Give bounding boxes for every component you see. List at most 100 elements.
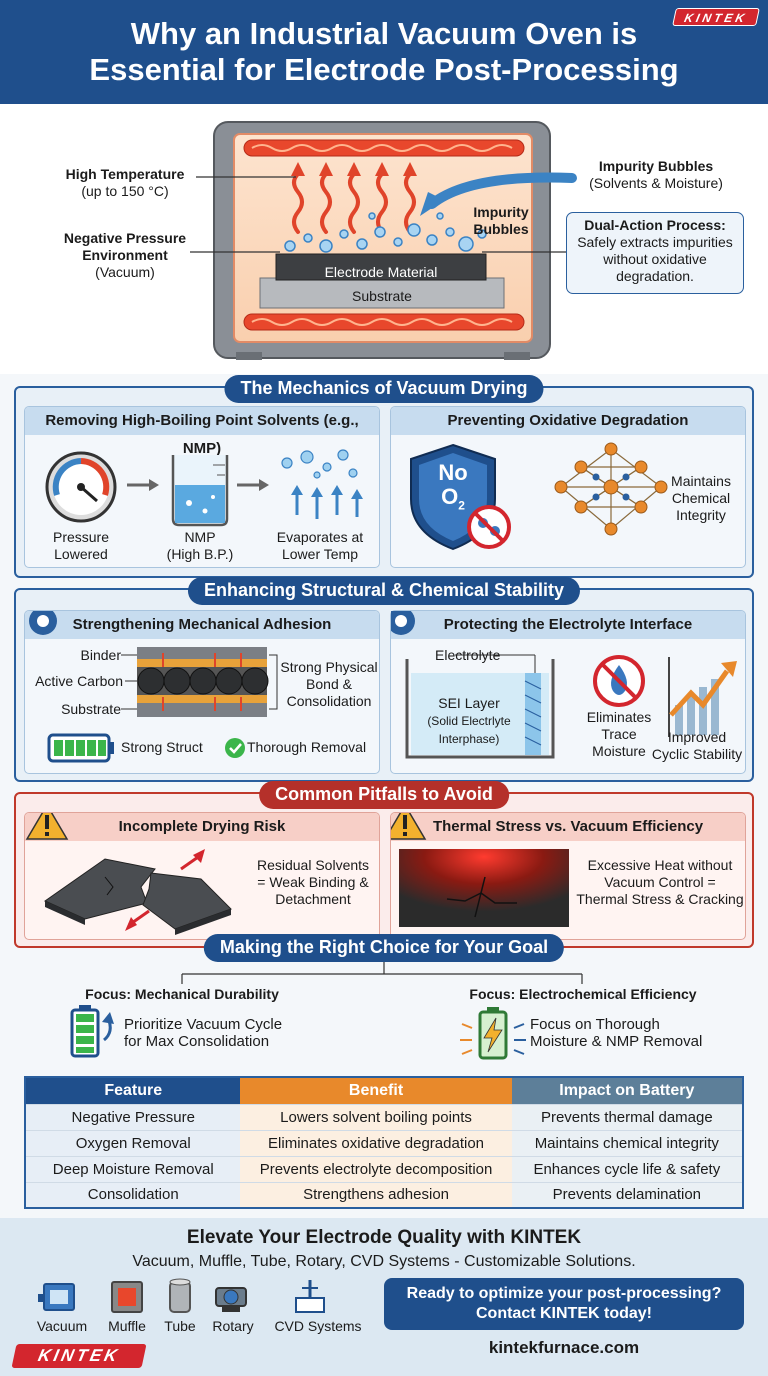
table-cell: Prevents electrolyte decomposition [240,1155,512,1182]
contact-button[interactable]: Ready to optimize your post-processing? … [384,1278,744,1330]
product-vacuum[interactable]: Vacuum [36,1318,88,1334]
dual-line-3: degradation. [616,268,694,284]
product-muffle[interactable]: Muffle [108,1318,146,1334]
table-cell: Lowers solvent boiling points [240,1103,512,1130]
electrolyte-head: Protecting the Electrolyte Interface [391,611,745,639]
arrow-icon-2 [237,479,269,491]
improved-1: Improved [667,729,727,745]
impurity-bubbles [284,212,487,253]
gauge-label-1: Pressure [52,529,110,545]
thermal-1: Excessive Heat without [587,857,733,873]
neg-pressure-title: Negative Pressure [63,230,187,246]
shield-o: O [441,484,459,509]
warning-icon-2 [391,813,427,840]
heating-element-bottom [243,313,525,331]
gauge-label: Pressure Lowered [39,529,123,563]
battery-icon [47,733,114,763]
header-benefit: Benefit [240,1077,512,1104]
stability-section: Enhancing Structural & Chemical Stabilit… [14,577,754,782]
neg-pressure-sub: (Vacuum) [95,264,155,280]
strong-struct-label: Strong Struct [121,739,203,755]
electro-2: Moisture & NMP Removal [530,1033,703,1050]
gear-icon-2 [391,611,415,635]
mechanical-focus-label: Focus: Mechanical Durability [85,986,279,1002]
pressure-gauge-icon [45,451,117,523]
arrow-icon [127,479,159,491]
shield-text: No O2 [425,461,481,517]
evap-label-2: Lower Temp [281,546,358,562]
thorough-removal-label: Thorough Removal [247,739,367,755]
impurity-inner-2: Bubbles [473,221,529,237]
website-link[interactable]: kintekfurnace.com [488,1338,640,1357]
thermal-2: Vacuum Control = [604,874,716,890]
battery-vertical-icon [70,1005,114,1058]
mechanics-section: The Mechanics of Vacuum Drying Removing … [14,375,754,578]
solvent-removal-head: Removing High-Boiling Point Solvents (e.… [25,407,379,457]
electrochemical-focus-text: Focus on Thorough Moisture & NMP Removal [530,1016,730,1050]
header-impact: Impact on Battery [511,1077,743,1104]
mechanics-title: The Mechanics of Vacuum Drying [224,375,544,403]
electrode-label: Electrode Material [324,264,438,280]
high-temp-label: High Temperature (up to 150 °C) [50,166,200,200]
electrode-plate [275,253,487,281]
residual-2: = Weak Binding & [257,874,369,890]
mech-2: for Max Consolidation [124,1033,270,1050]
electrolyte-cell-icon [405,654,555,759]
neg-pressure-label: Negative Pressure Environment (Vacuum) [50,230,200,281]
sei-1: SEI Layer [438,695,500,711]
tube-furnace-icon [169,1278,191,1313]
incomplete-drying-panel: Incomplete Drying Risk Residual Solvents… [24,812,380,940]
product-tube[interactable]: Tube [164,1318,196,1334]
heating-element-top [243,139,525,157]
eliminates-2: Trace [601,726,637,742]
oven-illustration: High Temperature (up to 150 °C) Negative… [0,104,768,374]
oxidation-panel: Preventing Oxidative Degradation [390,406,746,568]
pitfalls-title: Common Pitfalls to Avoid [259,781,509,809]
high-temp-title: High Temperature [65,166,185,182]
high-temp-sub: (up to 150 °C) [81,183,169,199]
feature-table: Feature Benefit Impact on Battery Negati… [24,1076,744,1209]
title-line-1: Why an Industrial Vacuum Oven is [130,16,638,51]
sei-3: Interphase) [438,732,500,746]
footer-headline: Elevate Your Electrode Quality with KINT… [186,1227,582,1248]
integrity-2: Chemical [671,490,731,506]
table-row: Negative Pressure Lowers solvent boiling… [25,1103,743,1130]
cta-line-2: Contact KINTEK today! [476,1305,652,1322]
electro-1: Focus on Thorough [530,1016,660,1033]
oven-graphic [190,121,577,360]
header-feature: Feature [25,1077,241,1104]
nmp-label: NMP (High B.P.) [155,529,245,563]
table-cell: Eliminates oxidative degradation [240,1129,512,1156]
impurity-inner-label: Impurity Bubbles [466,204,536,238]
shield-no: No [438,460,468,485]
residual-3: Detachment [275,891,351,907]
active-carbon-label: Active Carbon [35,673,123,689]
solvent-removal-panel: Removing High-Boiling Point Solvents (e.… [24,406,380,568]
product-rotary[interactable]: Rotary [212,1318,254,1334]
goal-title: Making the Right Choice for Your Goal [203,934,565,962]
electrolyte-label: Electrolyte [435,647,501,663]
evap-label: Evaporates at Lower Temp [265,529,375,563]
table-cell: Maintains chemical integrity [511,1129,743,1156]
crack-arrows [125,849,205,931]
sei-label: SEI Layer (Solid Electrlyte Interphase) [411,695,527,748]
cracked-electrode-icon [43,858,232,935]
adhesion-head: Strengthening Mechanical Adhesion [25,611,379,639]
table-cell: Strengthens adhesion [240,1181,512,1208]
heat-waves [292,172,416,234]
table-row: Consolidation Strengthens adhesion Preve… [25,1181,743,1208]
kintek-logo[interactable]: KINTEK [672,8,760,26]
substrate-layer-label: Substrate [61,701,121,717]
page-title: Why an Industrial Vacuum Oven is Essenti… [0,0,768,88]
bond-1: Strong Physical [280,659,378,675]
integrity-label: Maintains Chemical Integrity [661,473,741,524]
neg-pressure-title-2: Environment [82,247,168,263]
dual-title: Dual-Action Process: [584,217,726,233]
kintek-logo-footer[interactable]: KINTEK [11,1344,147,1368]
table-cell: Negative Pressure [25,1103,241,1130]
gauge-label-2: Lowered [54,546,108,562]
product-cvd[interactable]: CVD Systems [274,1318,362,1334]
nmp-label-1: NMP [184,529,216,545]
stability-title: Enhancing Structural & Chemical Stabilit… [187,577,581,605]
table-cell: Prevents delamination [511,1181,743,1208]
